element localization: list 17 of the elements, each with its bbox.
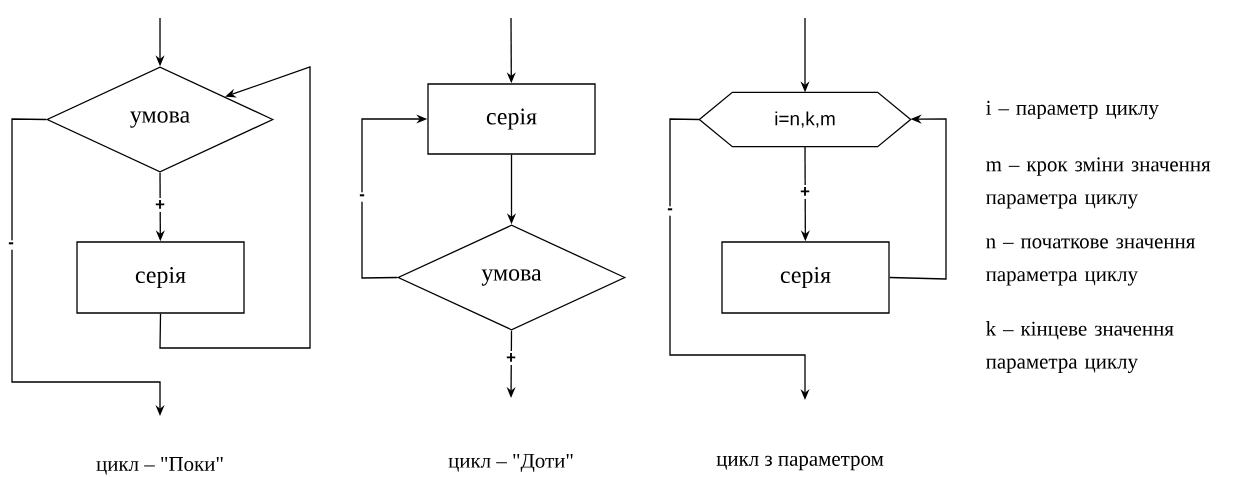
caption: цикл з параметром [716,455,884,471]
edge-label: + [798,185,812,199]
edge-label: - [665,206,675,216]
edge-label: + [153,198,167,212]
edge-label: - [6,240,16,250]
process-box: серія [76,241,245,314]
process-box: серія [721,241,890,314]
legend-note: i – параметр циклу [986,100,1159,120]
process-box: серія [427,83,596,155]
edge-label: + [504,351,518,365]
legend-note: k – кінцеве значення параметра циклу [986,321,1174,373]
caption: цикл – "Поки" [96,457,223,475]
arrow [159,66,311,349]
caption: цикл – "Доти" [448,453,573,473]
edge-label: - [357,192,367,202]
legend-note: n – початкове значення параметра циклу [986,238,1195,286]
loop-hexagon: i=n,k,m [698,91,912,148]
